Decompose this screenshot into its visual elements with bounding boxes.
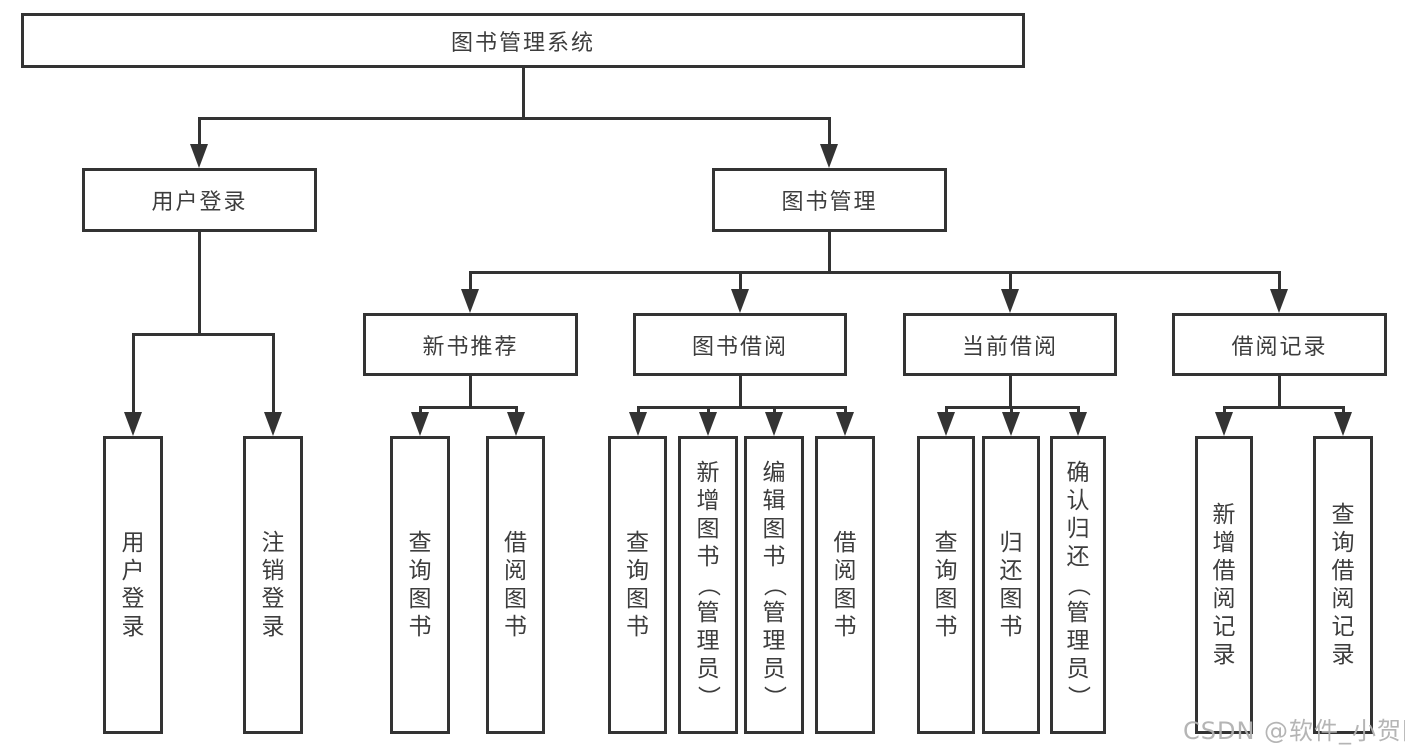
node-rec-borrow: 借阅图书 xyxy=(486,436,545,734)
node-user-login: 用户登录 xyxy=(82,168,317,232)
connector-arrow-stem xyxy=(418,407,422,416)
node-bor-query: 查询图书 xyxy=(608,436,667,734)
arrowhead-down-icon xyxy=(629,412,647,436)
connector-arrow-stem xyxy=(1341,407,1345,416)
node-label: 新书推荐 xyxy=(422,334,519,360)
arrowhead-down-icon xyxy=(836,412,854,436)
connector-arrow-stem xyxy=(738,272,742,293)
node-label: 新增图书（管理员） xyxy=(695,460,721,709)
connector-stem xyxy=(738,376,742,409)
arrowhead-down-icon xyxy=(507,412,525,436)
connector-arrow-stem xyxy=(843,407,847,416)
connector-rail xyxy=(197,116,831,120)
node-login-out: 注销登录 xyxy=(243,436,303,734)
arrowhead-down-icon xyxy=(1215,412,1233,436)
arrowhead-down-icon xyxy=(699,412,717,436)
node-label: 确认归还（管理员） xyxy=(1065,460,1091,709)
node-label: 用户登录 xyxy=(121,530,145,640)
node-label: 图书管理系统 xyxy=(450,30,595,56)
connector-rail xyxy=(636,405,847,409)
connector-arrow-stem xyxy=(827,118,831,148)
node-cur-return: 归还图书 xyxy=(982,436,1040,734)
connector-arrow-stem xyxy=(1008,272,1012,293)
node-rec-query: 查询图书 xyxy=(390,436,450,734)
node-label: 用户登录 xyxy=(151,190,248,215)
connector-arrow-stem xyxy=(1076,407,1080,416)
connector-rail xyxy=(468,270,1281,274)
node-current-borrow: 当前借阅 xyxy=(903,313,1117,376)
node-label: 新增借阅记录 xyxy=(1212,502,1236,668)
node-label: 查询借阅记录 xyxy=(1331,502,1355,668)
arrowhead-down-icon xyxy=(1069,412,1087,436)
connector-arrow-stem xyxy=(197,118,201,148)
connector-rail xyxy=(418,405,518,409)
arrowhead-down-icon xyxy=(765,412,783,436)
node-root: 图书管理系统 xyxy=(21,13,1025,68)
arrowhead-down-icon xyxy=(1001,289,1019,313)
arrowhead-down-icon xyxy=(264,412,282,436)
node-label: 借阅图书 xyxy=(833,530,857,640)
node-cur-confirm: 确认归还（管理员） xyxy=(1050,436,1106,734)
arrowhead-down-icon xyxy=(124,412,142,436)
connector-arrow-stem xyxy=(468,272,472,293)
connector-stem xyxy=(521,68,525,120)
connector-arrow-stem xyxy=(636,407,640,416)
connector-arrow-stem xyxy=(514,407,518,416)
node-label: 注销登录 xyxy=(261,530,285,640)
node-label: 编辑图书（管理员） xyxy=(761,460,787,709)
node-borrow-records: 借阅记录 xyxy=(1172,313,1387,376)
connector-arrow-stem xyxy=(1277,272,1281,293)
node-login-do: 用户登录 xyxy=(103,436,163,734)
connector-arrow-stem xyxy=(1222,407,1226,416)
connector-stem xyxy=(468,376,472,409)
connector-rail xyxy=(131,332,275,336)
node-label: 图书管理 xyxy=(781,190,878,215)
connector-arrow-stem xyxy=(944,407,948,416)
arrowhead-down-icon xyxy=(1334,412,1352,436)
connector-arrow-stem xyxy=(1009,407,1013,416)
node-book-mgmt: 图书管理 xyxy=(712,168,947,232)
connector-rail xyxy=(1222,405,1345,409)
arrowhead-down-icon xyxy=(1270,289,1288,313)
node-label: 借阅记录 xyxy=(1231,334,1328,360)
connector-stem xyxy=(197,232,201,336)
arrowhead-down-icon xyxy=(1002,412,1020,436)
connector-arrow-stem xyxy=(271,334,275,416)
node-book-borrow: 图书借阅 xyxy=(633,313,847,376)
node-label: 借阅图书 xyxy=(504,530,527,640)
arrowhead-down-icon xyxy=(411,412,429,436)
node-label: 查询图书 xyxy=(934,530,958,640)
node-label: 归还图书 xyxy=(999,530,1023,640)
arrowhead-down-icon xyxy=(190,144,208,168)
node-new-book-rec: 新书推荐 xyxy=(363,313,578,376)
arrowhead-down-icon xyxy=(731,289,749,313)
connector-stem xyxy=(827,232,831,274)
node-label: 查询图书 xyxy=(408,530,432,640)
node-label: 查询图书 xyxy=(626,530,649,640)
node-bor-add: 新增图书（管理员） xyxy=(678,436,738,734)
csdn-watermark: CSDN @软件_小贺同学 xyxy=(1183,717,1405,745)
node-bor-edit: 编辑图书（管理员） xyxy=(744,436,804,734)
connector-stem xyxy=(1277,376,1281,409)
arrowhead-down-icon xyxy=(461,289,479,313)
arrowhead-down-icon xyxy=(937,412,955,436)
connector-stem xyxy=(1008,376,1012,409)
connector-arrow-stem xyxy=(772,407,776,416)
node-cur-query: 查询图书 xyxy=(917,436,975,734)
arrowhead-down-icon xyxy=(820,144,838,168)
node-label: 图书借阅 xyxy=(691,334,788,360)
connector-arrow-stem xyxy=(131,334,135,416)
node-bor-borrow: 借阅图书 xyxy=(815,436,875,734)
node-rec-query-record: 查询借阅记录 xyxy=(1313,436,1373,734)
connector-arrow-stem xyxy=(706,407,710,416)
node-rec-add-record: 新增借阅记录 xyxy=(1195,436,1253,734)
node-label: 当前借阅 xyxy=(961,334,1058,360)
